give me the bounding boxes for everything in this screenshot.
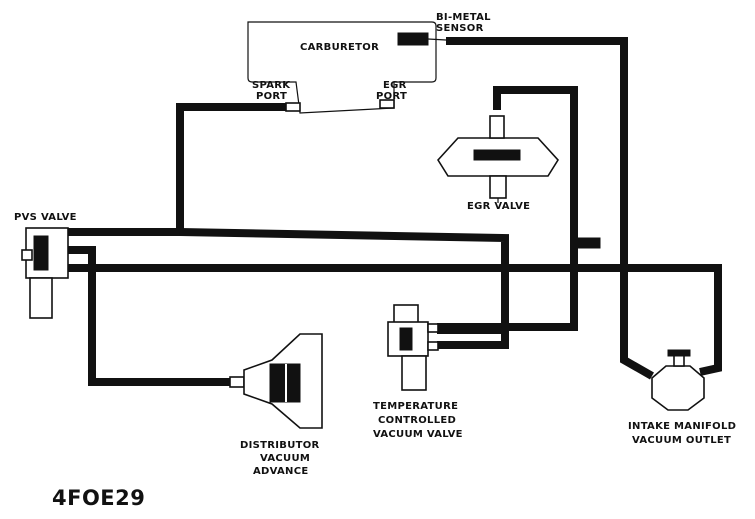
pvs-valve-label: PVS VALVE [14,212,77,223]
distributor-label-2: VACUUM [260,453,311,464]
hose-pvs-to-egr-valve [179,228,509,334]
egr-valve [437,115,559,203]
spark-port-label-1: SPARK [252,80,291,91]
egr-port-fitting [379,99,395,109]
egr-port-label-1: EGR [383,80,407,91]
hose-pvs-to-intake-manifold [68,264,722,376]
intake-manifold-label-1: INTAKE MANIFOLD [628,421,737,432]
distributor-label-3: ADVANCE [253,466,309,477]
hose-pvs-to-distributor [68,246,234,386]
temperature-controlled-vacuum-valve [387,304,439,391]
tcv-label-1: TEMPERATURE [373,401,459,412]
bimetal-sensor [397,32,447,46]
egr-valve-label: EGR VALVE [467,201,531,212]
hose-branch-tcv [437,268,509,349]
hose-spark-port-to-pvs [68,103,286,236]
tcv-label-2: CONTROLLED [378,415,457,426]
distributor-label-1: DISTRIBUTOR [240,440,320,451]
intake-manifold-outlet [651,349,705,411]
tcv-label-3: VACUUM VALVE [373,429,463,440]
hose-bimetal-to-intake [446,37,654,380]
tee-fitting [577,237,601,249]
egr-port-label-2: PORT [376,91,408,102]
bimetal-sensor-label-1: BI-METAL [436,12,491,23]
spark-port-label-2: PORT [256,91,288,102]
pvs-valve [21,227,69,319]
carburetor-body [247,21,437,114]
figure-id: 4FOE29 [52,486,146,510]
distributor-vacuum-advance [229,333,323,429]
carburetor-label: CARBURETOR [300,42,380,53]
bimetal-sensor-label-2: SENSOR [436,23,484,34]
spark-port-fitting [285,102,301,112]
intake-manifold-label-2: VACUUM OUTLET [632,435,732,446]
